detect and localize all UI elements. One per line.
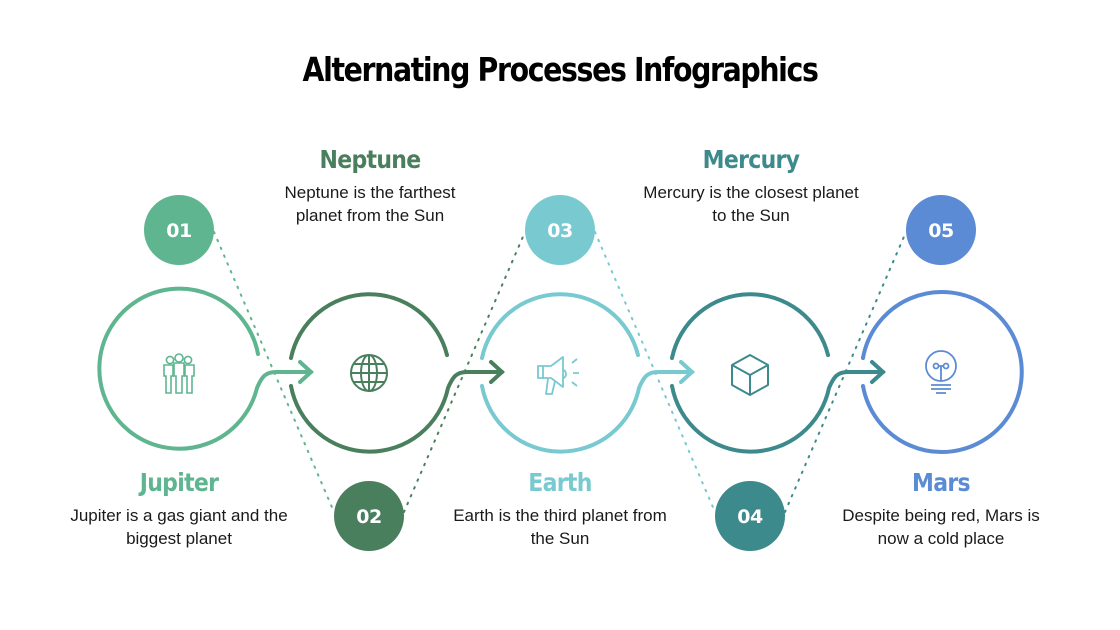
step-title: Mercury (702, 145, 800, 174)
step-label-mars: Mars Despite being red, Mars is now a co… (811, 468, 1071, 550)
step-label-earth: Earth Earth is the third planet from the… (430, 468, 690, 550)
svg-text:01: 01 (166, 220, 191, 242)
step-ring-earth (480, 292, 695, 454)
svg-text:02: 02 (356, 506, 381, 528)
step-title: Neptune (319, 145, 422, 174)
step-badge-02: 02 (334, 481, 404, 551)
people-group-icon (163, 353, 195, 394)
svg-text:05: 05 (928, 220, 953, 242)
step-description: Despite being red, Mars is now a cold pl… (842, 506, 1040, 548)
step-description: Neptune is the farthest planet from the … (284, 183, 456, 225)
cube-icon (731, 354, 769, 396)
step-badge-04: 04 (715, 481, 785, 551)
step-title: Earth (528, 468, 592, 497)
svg-text:03: 03 (547, 220, 572, 242)
step-description: Jupiter is a gas giant and the biggest p… (70, 506, 288, 548)
step-description: Earth is the third planet from the Sun (453, 506, 667, 548)
step-ring-neptune (289, 292, 505, 454)
step-ring-jupiter (97, 286, 314, 451)
svg-text:04: 04 (737, 506, 763, 528)
megaphone-icon (537, 356, 579, 395)
step-badge-03: 03 (525, 195, 595, 265)
step-description: Mercury is the closest planet to the Sun (643, 183, 859, 225)
step-ring-mercury (670, 292, 886, 454)
step-badge-01: 01 (144, 195, 214, 265)
page-title: Alternating Processes Infographics (302, 50, 819, 89)
step-title: Jupiter (139, 468, 219, 497)
step-label-jupiter: Jupiter Jupiter is a gas giant and the b… (49, 468, 309, 550)
step-ring-mars (861, 290, 1024, 454)
step-label-neptune: Neptune Neptune is the farthest planet f… (240, 145, 500, 227)
step-title: Mars (912, 468, 971, 497)
step-badge-05: 05 (906, 195, 976, 265)
globe-icon (350, 354, 388, 392)
step-label-mercury: Mercury Mercury is the closest planet to… (621, 145, 881, 227)
lightbulb-icon (925, 350, 957, 394)
